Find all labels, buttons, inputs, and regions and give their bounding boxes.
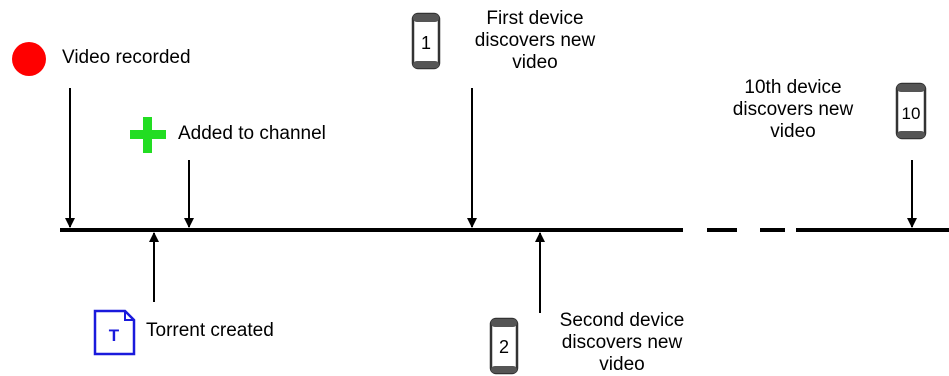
label-video-recorded: Video recorded	[62, 47, 191, 68]
tenth-device-line-1: 10th device	[744, 77, 842, 98]
tenth-device-line-2: discovers new	[732, 99, 854, 120]
torrent-file-letter: T	[109, 326, 120, 345]
label-added-to-channel: Added to channel	[178, 123, 326, 144]
label-second-device: Second device discovers new video	[542, 310, 702, 376]
phone-number-1: 1	[421, 33, 431, 53]
phone-number-2: 2	[499, 337, 509, 357]
phone-icon: 1	[411, 12, 441, 70]
tenth-device-line-3: video	[770, 121, 816, 142]
label-torrent-created: Torrent created	[146, 320, 274, 341]
second-device-line-3: video	[599, 354, 645, 375]
phone-number-10: 10	[902, 104, 921, 123]
phone-icon: 2	[489, 317, 519, 375]
red-dot-icon	[12, 42, 46, 76]
torrent-file-icon: T	[93, 309, 136, 356]
first-device-line-3: video	[512, 52, 558, 73]
first-device-line-1: First device	[486, 8, 584, 29]
plus-icon	[130, 117, 166, 153]
first-device-line-2: discovers new	[474, 30, 596, 51]
label-first-device: First device discovers new video	[455, 8, 615, 74]
label-tenth-device: 10th device discovers new video	[713, 77, 873, 143]
second-device-line-2: discovers new	[561, 332, 683, 353]
second-device-line-1: Second device	[559, 310, 685, 331]
phone-icon: 10	[895, 82, 927, 140]
